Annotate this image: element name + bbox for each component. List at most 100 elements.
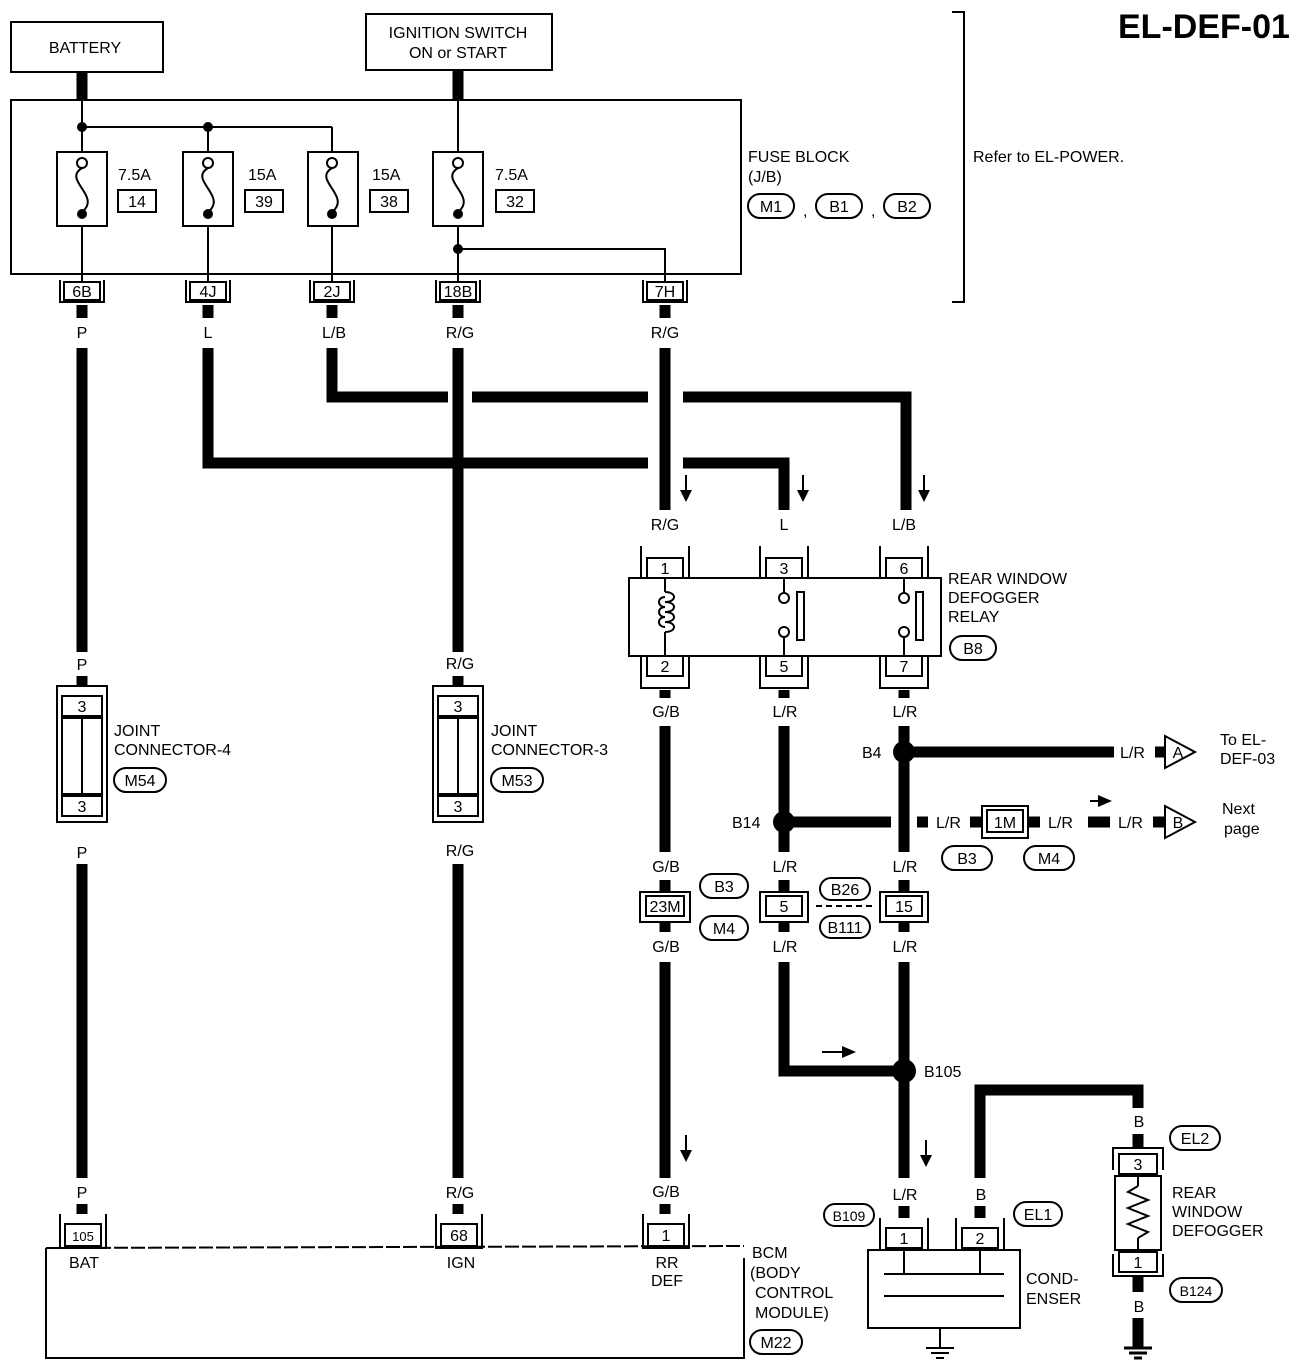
- svg-text:B2: B2: [897, 199, 917, 216]
- wire-color-lb: L/B: [322, 325, 346, 342]
- wire-color-lr: L/R: [1048, 815, 1073, 832]
- relay-name-line2: DEFOGGER: [948, 590, 1040, 607]
- bcm-connector-m22: M22: [749, 1329, 803, 1355]
- joint-connector-4-line1: JOINT: [114, 723, 160, 740]
- connector-b111-label: B111: [819, 915, 871, 939]
- svg-text:B3: B3: [714, 879, 734, 896]
- svg-text:B4: B4: [862, 745, 882, 762]
- relay-pin-5: 5: [780, 659, 789, 676]
- wire-color-gb: G/B: [652, 1184, 680, 1201]
- relay-name-line3: RELAY: [948, 609, 1000, 626]
- condenser-pin-2: 2: [976, 1231, 985, 1248]
- rear-window-defogger-relay: 1 3 6 2 5 7: [628, 546, 942, 689]
- wire-color-b: B: [1134, 1114, 1145, 1131]
- svg-text:B8: B8: [963, 641, 983, 658]
- svg-text:5: 5: [780, 899, 789, 916]
- svg-text:B109: B109: [833, 1208, 866, 1224]
- bcm-name-line1: BCM: [752, 1245, 788, 1262]
- connector-m4-label: M4: [1023, 845, 1075, 871]
- condenser-name-line2: ENSER: [1026, 1291, 1081, 1308]
- relay-wire-l: L: [780, 517, 789, 534]
- wire-color-p: P: [77, 1185, 88, 1202]
- defogger-name-line1: REAR: [1172, 1185, 1216, 1202]
- fuse-39-rating: 15A: [248, 167, 277, 184]
- fuse-32: 7.5A 32: [432, 151, 535, 227]
- svg-text:3: 3: [454, 699, 463, 716]
- svg-text:B3: B3: [957, 851, 977, 868]
- bcm-name-line2: (BODY: [750, 1265, 801, 1282]
- wire-color-rg: R/G: [446, 1185, 474, 1202]
- bcm-pin-105: 105: [72, 1229, 94, 1244]
- wire-color-b: B: [976, 1187, 987, 1204]
- relay-pin-2: 2: [661, 659, 670, 676]
- connector-separator: ,: [871, 203, 875, 220]
- battery-source: BATTERY: [10, 21, 164, 73]
- page-code: EL-DEF-01: [1118, 8, 1290, 46]
- svg-text:3: 3: [78, 799, 87, 816]
- svg-text:7H: 7H: [655, 284, 675, 301]
- svg-text:B26: B26: [831, 882, 860, 899]
- fuse-block: 7.5A 14 15A 39 15A 38 7.5A: [10, 99, 742, 282]
- bcm-pin-label-ign: IGN: [447, 1255, 475, 1272]
- relay-pin-3: 3: [780, 561, 789, 578]
- wire-color-lr: L/R: [1118, 815, 1143, 832]
- ignition-label-line1: IGNITION SWITCH: [389, 25, 528, 42]
- wire-color-b: B: [1134, 1299, 1145, 1316]
- terminal-2j: 2J: [309, 280, 355, 303]
- joint-connector-3-line2: CONNECTOR-3: [491, 742, 608, 759]
- wire-color-lr: L/R: [936, 815, 961, 832]
- ignition-label-line2: ON or START: [409, 45, 507, 62]
- svg-text:B1: B1: [829, 199, 849, 216]
- svg-text:18B: 18B: [444, 284, 472, 301]
- svg-text:M22: M22: [760, 1335, 791, 1352]
- wire-color-lr: L/R: [893, 939, 918, 956]
- wire-color-lr: L/R: [893, 859, 918, 876]
- fuse-block-connector-b2: B2: [883, 193, 931, 219]
- fuse-39: 15A 39: [182, 151, 284, 227]
- wire-color-lr: L/R: [773, 859, 798, 876]
- defogger-connector-el2: EL2: [1169, 1125, 1221, 1151]
- splice-b105: B105: [892, 1059, 961, 1083]
- terminal-6b: 6B: [59, 280, 105, 303]
- svg-text:M4: M4: [713, 921, 735, 938]
- joint-connector-4: 3 3: [56, 685, 108, 823]
- joint-connector-3-line1: JOINT: [491, 723, 537, 740]
- inline-connector-1m: 1M: [981, 805, 1029, 839]
- defogger-pin-3: 3: [1134, 1157, 1143, 1174]
- svg-text:EL1: EL1: [1024, 1207, 1053, 1224]
- joint-connector-4-connector: M54: [113, 767, 167, 793]
- wire-color-lr: L/R: [773, 704, 798, 721]
- svg-text:23M: 23M: [649, 899, 680, 916]
- relay-name-line1: REAR WINDOW: [948, 571, 1068, 588]
- defogger-connector-b124: B124: [1169, 1277, 1223, 1303]
- bcm-pin-label-bat: BAT: [69, 1255, 99, 1272]
- relay-pin-1: 1: [661, 561, 670, 578]
- svg-text:B105: B105: [924, 1064, 961, 1081]
- wire-color-rg: R/G: [651, 325, 679, 342]
- fuse-38: 15A 38: [307, 151, 409, 227]
- offpage-b-line2: page: [1224, 821, 1260, 838]
- inline-connector-15: 15: [879, 891, 929, 923]
- svg-text:3: 3: [78, 699, 87, 716]
- inline-connector-5: 5: [759, 891, 809, 923]
- relay-wire-lb: L/B: [892, 517, 916, 534]
- wire-color-rg: R/G: [446, 843, 474, 860]
- relay-connector-b8: B8: [949, 635, 997, 661]
- current-flow-arrows: [680, 475, 1112, 1167]
- defogger-name-line3: DEFOGGER: [1172, 1223, 1264, 1240]
- svg-text:M53: M53: [501, 773, 532, 790]
- power-reference-note: Refer to EL-POWER.: [973, 149, 1124, 166]
- offpage-connector-a: A To EL- DEF-03: [1164, 732, 1275, 770]
- relay-pin-7: 7: [900, 659, 909, 676]
- connector-b3-label: B3: [941, 845, 993, 871]
- bcm-module: 105 68 1 BAT IGN RR DEF: [45, 1214, 745, 1359]
- svg-text:M54: M54: [124, 773, 155, 790]
- offpage-b-line1: Next: [1222, 801, 1255, 818]
- fuse-block-title-line1: FUSE BLOCK: [748, 149, 850, 166]
- bcm-pin-1: 1: [662, 1228, 671, 1245]
- svg-text:B111: B111: [828, 920, 863, 937]
- connector-m4-label-2: M4: [699, 915, 749, 941]
- inline-connector-23m: 23M: [639, 891, 691, 923]
- terminal-7h: 7H: [642, 280, 688, 303]
- fuse-38-rating: 15A: [372, 167, 401, 184]
